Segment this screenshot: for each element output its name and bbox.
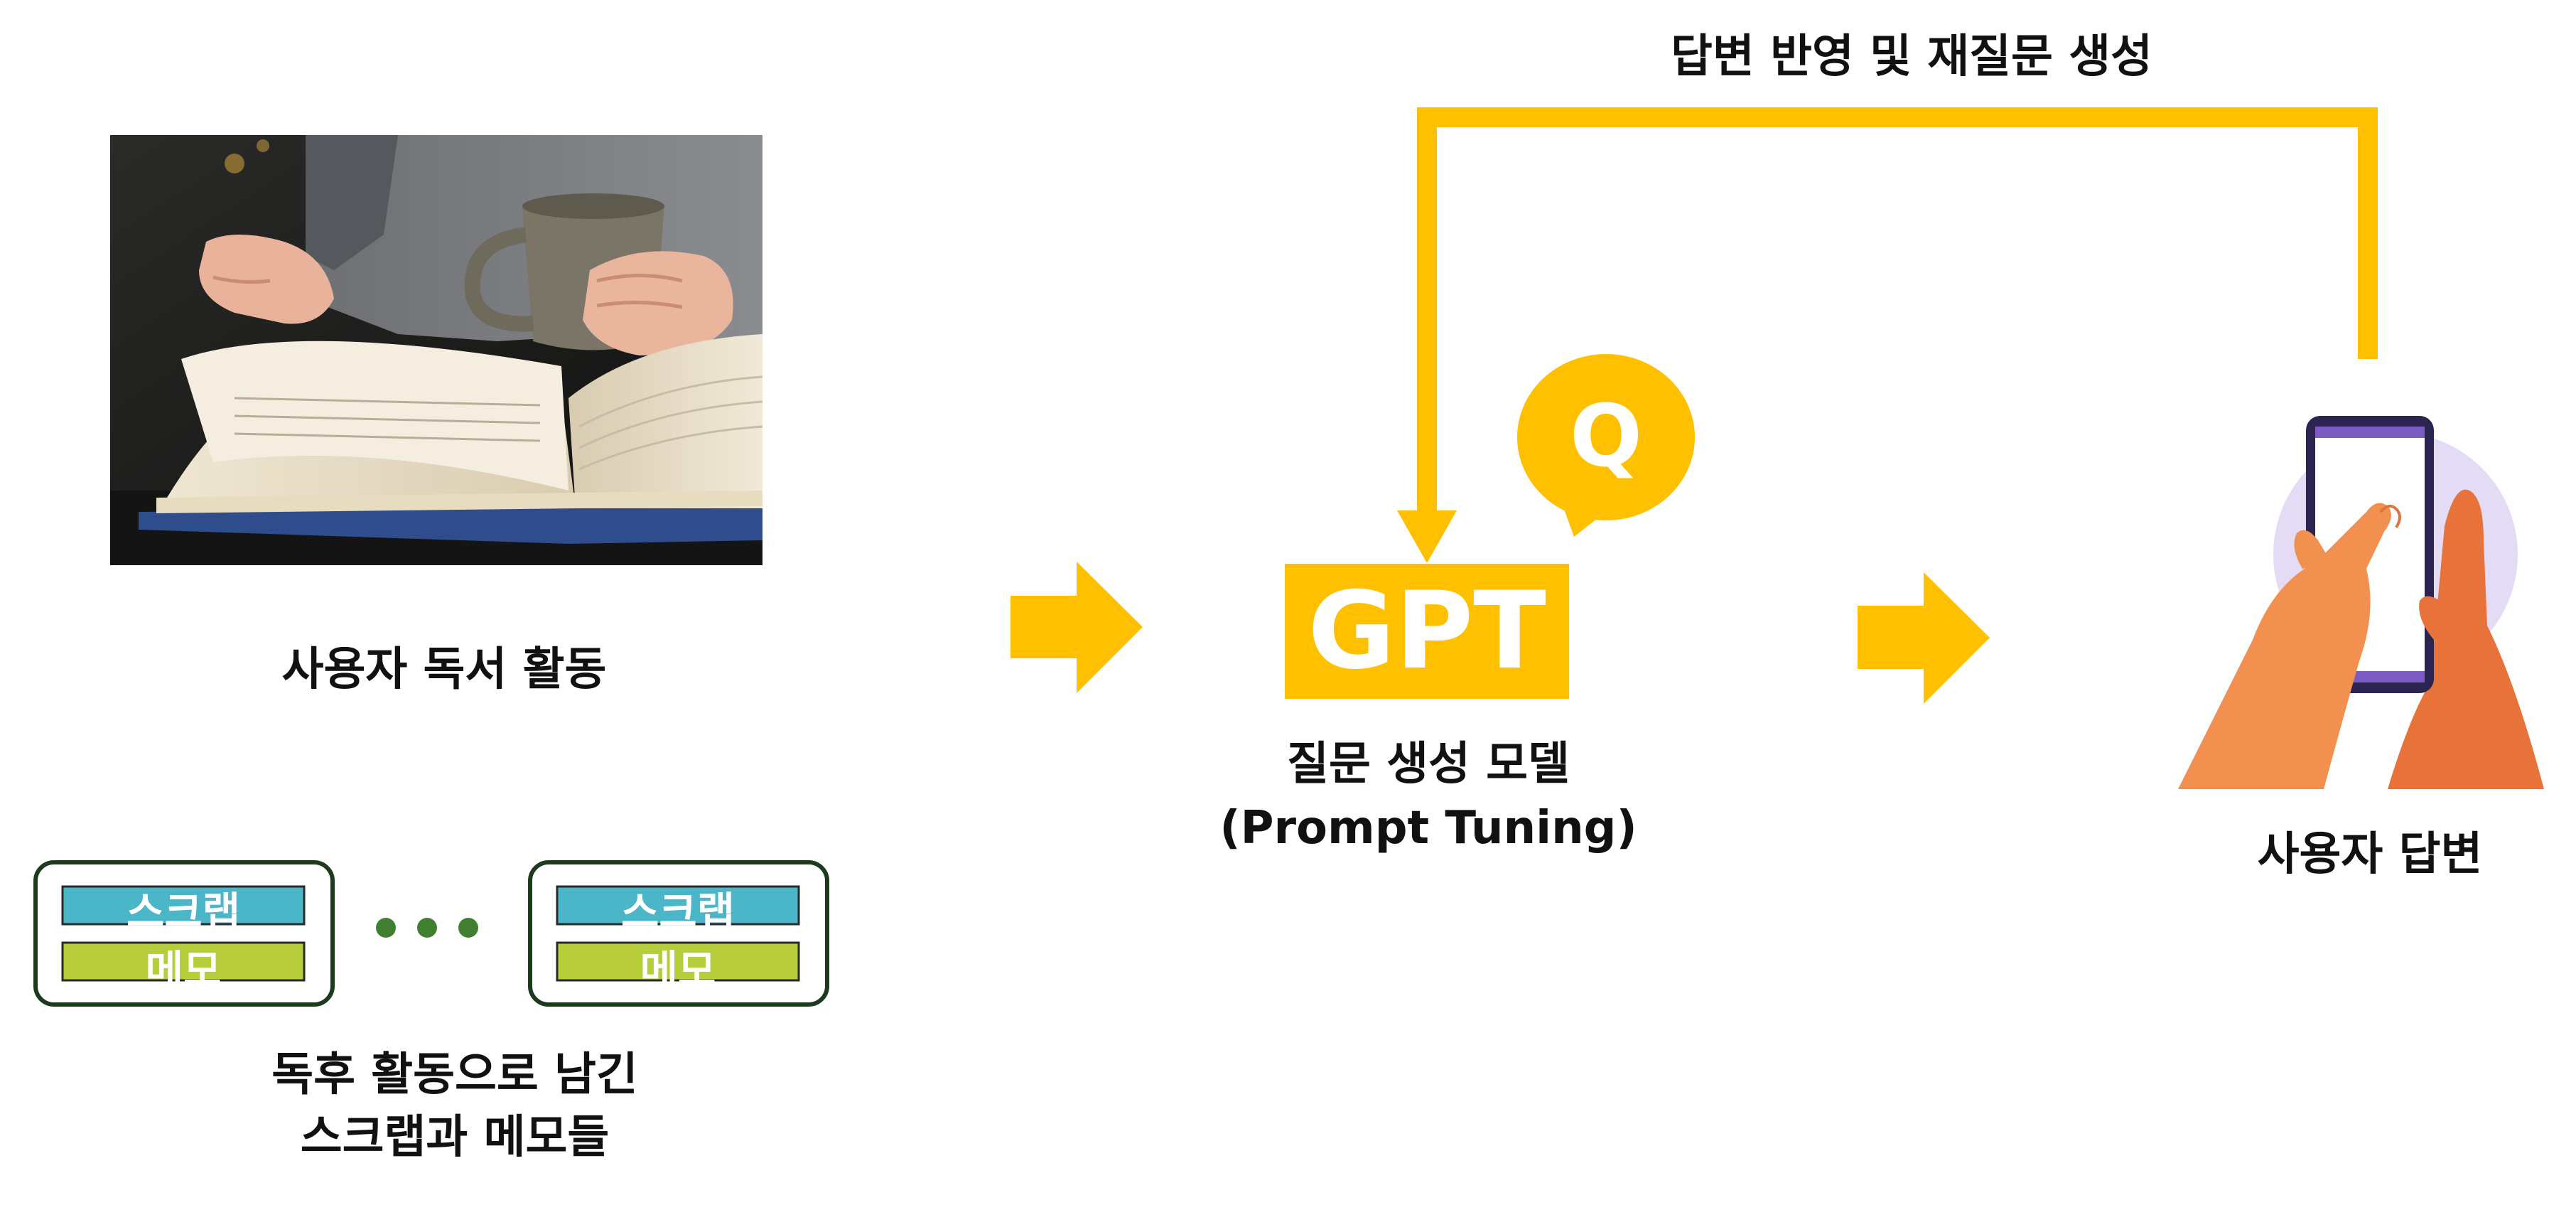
reading-photo (110, 135, 763, 565)
gpt-box-label: GPT (1308, 569, 1546, 693)
model-caption-line2: (Prompt Tuning) (1219, 802, 1637, 855)
phone-hand-icon (2178, 416, 2544, 789)
scrap-label: 스크랩 (620, 888, 735, 936)
notes-caption: 독후 활동으로 남긴 스크랩과 메모들 (99, 1044, 810, 1169)
right-arrow-icon (1011, 562, 1143, 693)
ellipsis-dots (376, 918, 478, 938)
notes-caption-line2: 스크랩과 메모들 (300, 1111, 610, 1164)
feedback-loop-label: 답변 반영 및 재질문 생성 (1671, 31, 2152, 83)
right-arrow-icon (1858, 572, 1990, 704)
answer-caption: 사용자 답변 (2257, 828, 2483, 881)
reading-activity-caption: 사용자 독서 활동 (281, 643, 607, 696)
question-bubble-icon (1517, 354, 1695, 537)
gpt-box (1285, 564, 1569, 699)
feedback-loop-arrow (1397, 107, 2378, 563)
memo-label: 메모 (640, 946, 716, 995)
scrap-label: 스크랩 (126, 888, 241, 936)
model-caption-line1: 질문 생성 모델 (1287, 738, 1570, 791)
memo-label: 메모 (145, 946, 222, 995)
note-card-1 (33, 860, 335, 1007)
question-bubble-label: Q (1569, 387, 1642, 486)
notes-caption-line1: 독후 활동으로 남긴 (271, 1049, 638, 1101)
model-caption: 질문 생성 모델 (Prompt Tuning) (1130, 732, 1727, 860)
note-card-2 (528, 860, 829, 1007)
